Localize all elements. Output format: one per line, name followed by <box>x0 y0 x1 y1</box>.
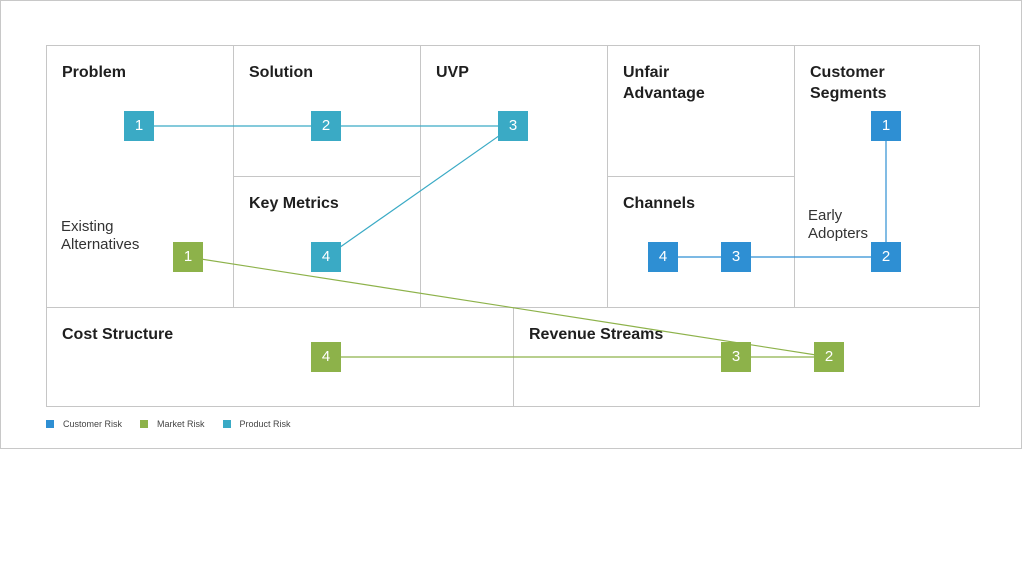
cell-uvp: UVP <box>420 45 608 308</box>
cell-title-unfair-advantage: Unfair Advantage <box>623 64 705 102</box>
cell-title-uvp: UVP <box>436 64 469 81</box>
link-market-1-to-market-2 <box>187 256 830 358</box>
node-customer-1: 1 <box>871 111 901 141</box>
legend-swatch-market <box>140 420 149 428</box>
legend-label-market: Market Risk <box>157 419 205 429</box>
lean-canvas: Problem Solution Key Metrics UVP Unfair … <box>46 45 980 407</box>
node-customer-2: 2 <box>871 242 901 272</box>
node-product-1: 1 <box>124 111 154 141</box>
cell-title-revenue-streams: Revenue Streams <box>529 326 664 343</box>
cell-title-problem: Problem <box>62 64 127 81</box>
note-early-adopters: Early Adopters <box>808 207 869 242</box>
cell-title-cost-structure: Cost Structure <box>62 326 174 343</box>
node-market-2: 2 <box>814 342 844 372</box>
node-customer-3: 3 <box>721 242 751 272</box>
legend-label-product: Product Risk <box>239 419 291 429</box>
node-market-4: 4 <box>311 342 341 372</box>
legend-label-customer: Customer Risk <box>63 419 123 429</box>
legend-item-customer: Customer Risk <box>46 419 122 429</box>
slide-frame: Problem Solution Key Metrics UVP Unfair … <box>0 0 1022 449</box>
node-market-1: 1 <box>173 242 203 272</box>
legend-swatch-product <box>222 420 231 428</box>
risk-links <box>139 125 887 358</box>
cell-title-solution: Solution <box>249 64 313 81</box>
node-customer-4: 4 <box>648 242 678 272</box>
node-market-3: 3 <box>721 342 751 372</box>
legend: Customer Risk Market Risk Product Risk <box>46 417 291 431</box>
legend-swatch-customer <box>46 420 54 428</box>
node-product-2: 2 <box>311 111 341 141</box>
node-product-4: 4 <box>311 242 341 272</box>
legend-item-market: Market Risk <box>140 419 205 429</box>
cell-title-key-metrics: Key Metrics <box>249 195 339 212</box>
cell-title-channels: Channels <box>623 195 696 212</box>
cell-channels: Channels <box>607 176 795 308</box>
note-existing-alternatives: Existing Alternatives <box>61 218 140 253</box>
legend-item-product: Product Risk <box>222 419 291 429</box>
link-product-3-to-product-4 <box>325 125 514 258</box>
node-product-3: 3 <box>498 111 528 141</box>
cell-problem: Problem <box>46 45 234 308</box>
cell-solution: Solution <box>233 45 421 177</box>
cell-title-customer-segments: Customer Segments <box>810 64 887 102</box>
cell-unfair-advantage: Unfair Advantage <box>607 45 795 177</box>
